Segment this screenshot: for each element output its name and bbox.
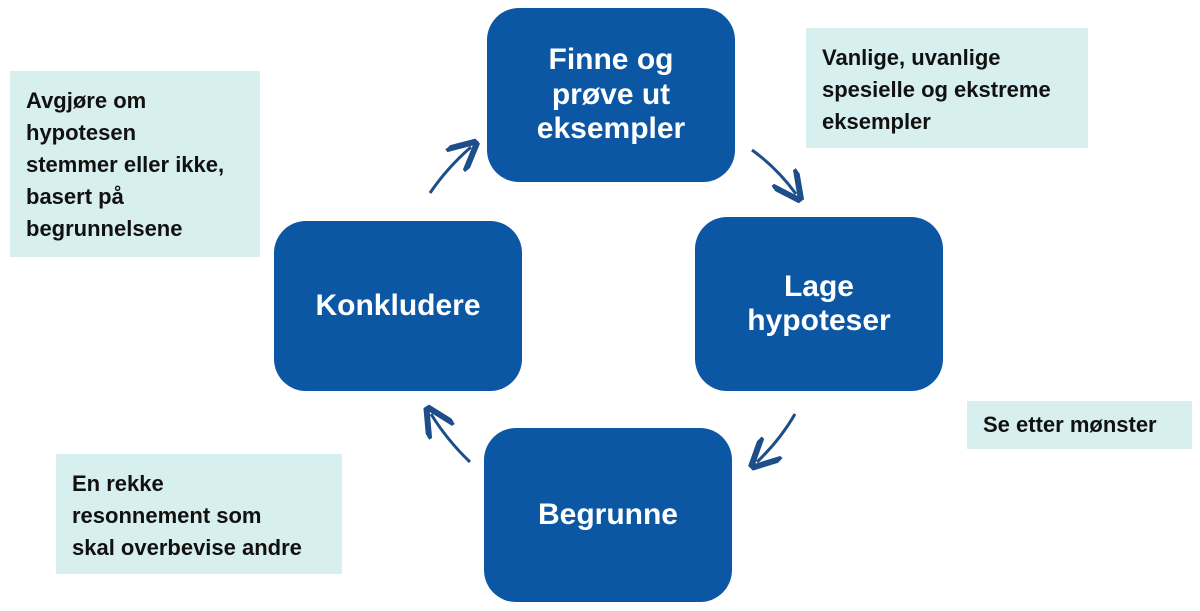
note-pattern: Se etter mønster	[967, 401, 1192, 449]
note-conclude: Avgjøre om hypotesen stemmer eller ikke,…	[10, 71, 260, 257]
arrow-right-to-bottom	[757, 413, 797, 462]
node-conclude: Konkludere	[274, 221, 522, 391]
arrow-left-to-top	[428, 147, 471, 194]
note-examples: Vanlige, uvanlige spesielle og ekstreme …	[806, 28, 1088, 148]
node-make-hypotheses: Lage hypoteser	[695, 217, 943, 391]
arrow-top-to-right	[751, 148, 796, 194]
arrow-bottom-to-left	[431, 414, 472, 464]
note-reasoning: En rekke resonnement som skal overbevise…	[56, 454, 342, 574]
node-justify: Begrunne	[484, 428, 732, 602]
node-find-examples: Finne og prøve ut eksempler	[487, 8, 735, 182]
